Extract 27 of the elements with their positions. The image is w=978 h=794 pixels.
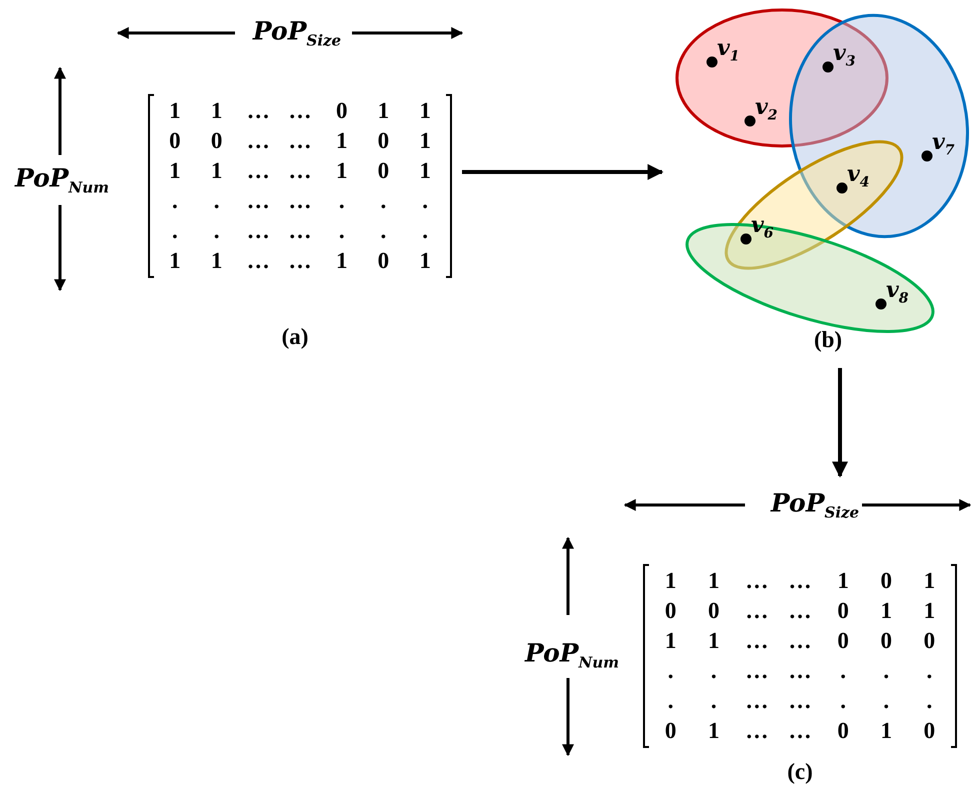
vertex-label: v$_{3}$ <box>833 41 856 72</box>
panel-caption: (a) <box>282 324 308 350</box>
vertex-label: v$_{2}$ <box>755 95 778 126</box>
vertex-label: v$_{7}$ <box>932 130 955 160</box>
arrow <box>832 368 848 478</box>
matrix-row-text: 1 1 … … 1 0 1 <box>168 247 432 275</box>
matrix-row-text: . . … … . . . <box>666 687 934 715</box>
matrix-row-text: 1 1 … … 0 1 1 <box>168 97 432 125</box>
panel-caption: (b) <box>814 327 842 353</box>
arrow <box>462 164 664 180</box>
matrix-row-text: 0 0 … … 1 0 1 <box>168 127 432 155</box>
dimension-label: PoP$_{Num}$ <box>524 638 620 672</box>
matrix-row-text: . . … … . . . <box>170 187 430 215</box>
vertex-label: v$_{8}$ <box>886 278 909 308</box>
dimension-label: PoP$_{Num}$ <box>14 164 110 196</box>
matrix-row-text: 0 0 … … 0 1 1 <box>664 597 936 625</box>
dimension-label: PoP$_{Size}$ <box>770 488 860 522</box>
matrix-row-text: 0 1 … … 0 1 0 <box>664 717 936 745</box>
matrix-row-text: 1 1 … … 1 0 1 <box>168 157 432 185</box>
vertex-label: v$_{1}$ <box>717 36 740 66</box>
panel-caption: (c) <box>787 759 813 785</box>
vertex-label: v$_{4}$ <box>847 162 870 192</box>
matrix-row-text: 1 1 … … 0 0 0 <box>664 627 936 655</box>
matrix-row-text: 1 1 … … 1 0 1 <box>664 567 936 595</box>
dimension-label: PoP$_{Size}$ <box>252 16 342 50</box>
matrix-row-text: . . … … . . . <box>666 657 934 685</box>
matrix-row-text: . . … … . . . <box>170 217 430 245</box>
